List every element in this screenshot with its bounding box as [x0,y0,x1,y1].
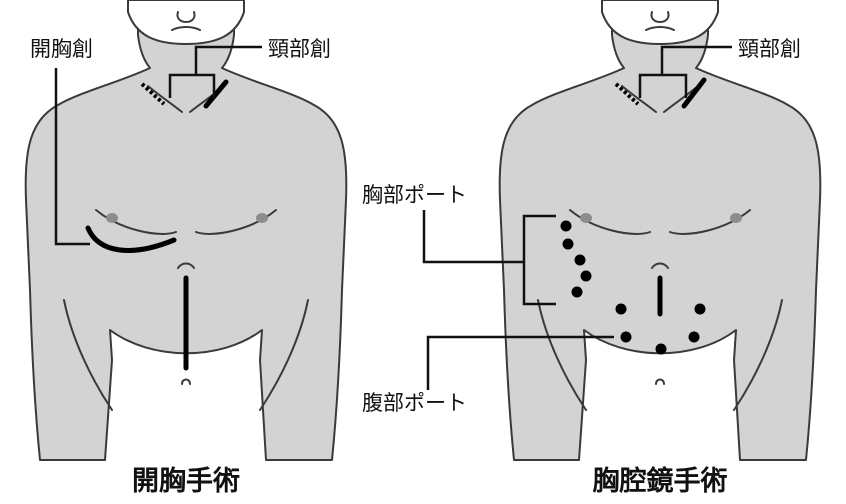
label-chest-ports: 胸部ポート [362,183,467,207]
nipple-left-2 [256,213,268,223]
chest-port [562,238,574,250]
thoracoscopic-surgery-figure: 頸部創 胸部ポート 腹部ポート 胸腔鏡手術 [362,0,822,497]
label-abdominal-ports: 腹部ポート [362,391,467,415]
nose-left [176,11,196,24]
nipple-right-1 [580,213,592,223]
nipple-left-1 [106,213,118,223]
torso-left [24,0,348,461]
abdomen-lines-left [63,262,309,411]
label-neck-incision-right: 頸部創 [738,37,801,61]
mouth-right [645,26,675,31]
torso-right [498,0,822,461]
navel-right [655,378,665,385]
chest-incision-left [85,225,177,253]
nipple-right-2 [730,213,742,223]
chest-lines-left [95,209,277,235]
label-chest-incision: 開胸創 [30,37,93,61]
abdominal-port [688,331,700,343]
chest-port [574,254,586,266]
open-surgery-figure: 開胸創 頸部創 開胸手術 [24,0,348,497]
neck-incision-dashed-right [614,82,640,106]
chest-port [580,270,592,282]
neck-incision-solid-right [681,77,707,109]
title-thoracoscopic-surgery: 胸腔鏡手術 [593,465,728,497]
abdominal-port [615,303,627,315]
chest-lines-right [569,209,751,235]
navel-left [181,378,191,385]
abdomen-lines-right [537,262,783,411]
leader-neck-incision-left [168,45,262,98]
abdominal-port [694,303,706,315]
neck-incision-dashed-left [140,82,166,106]
leader-chest-incision-left [54,68,90,246]
nose-right [650,11,670,24]
chest-port [560,220,572,232]
abdominal-port [620,331,632,343]
chest-port [571,286,583,298]
leader-chest-ports [422,210,556,306]
neck-incision-solid-left [203,79,229,109]
mouth-left [171,26,201,31]
leader-abdominal-ports [426,335,614,390]
title-open-surgery: 開胸手術 [132,466,240,497]
leader-neck-incision-right [638,45,732,98]
label-neck-incision-left: 頸部創 [268,37,331,61]
abdominal-port [655,343,667,355]
